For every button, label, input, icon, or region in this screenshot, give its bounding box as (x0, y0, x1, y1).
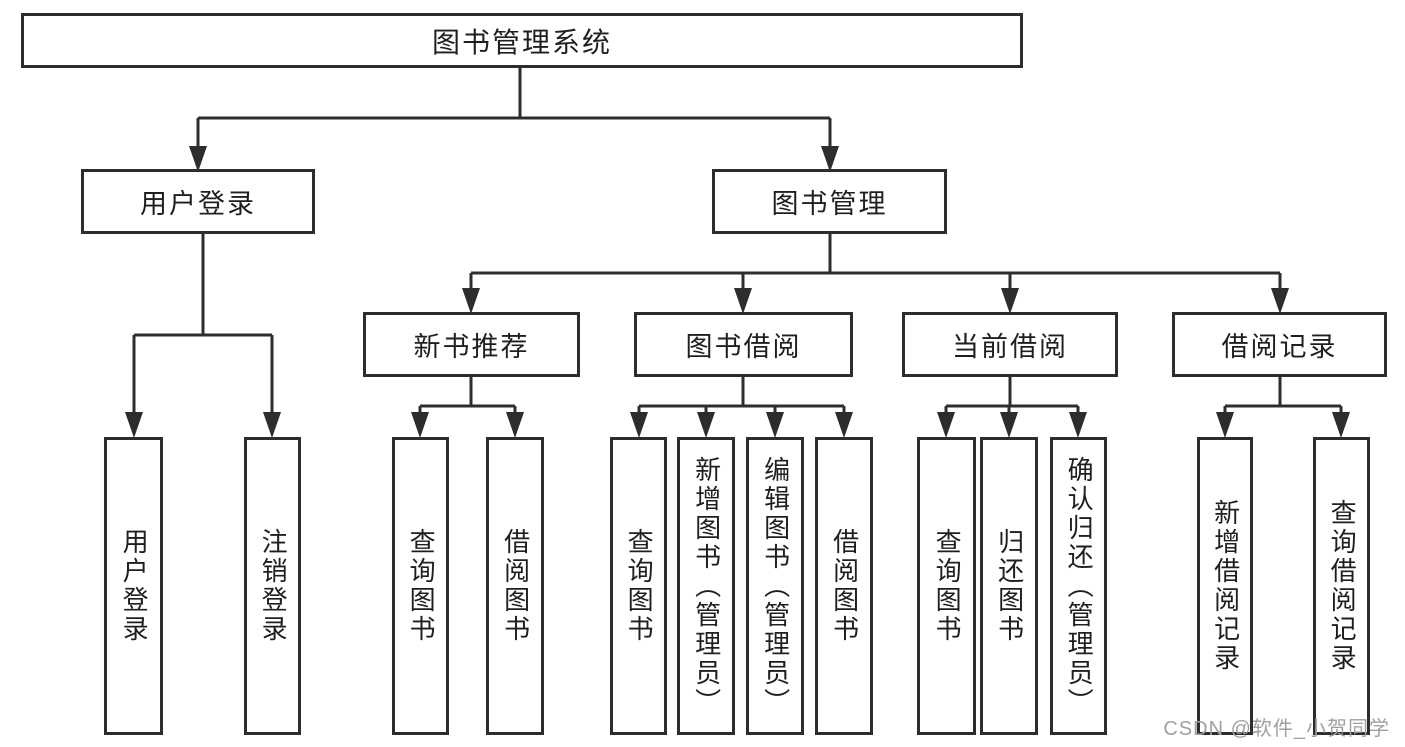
node-new-book-recommend: 新书推荐 (363, 312, 580, 377)
node-label: 查询图书 (624, 528, 655, 644)
leaf-query-books-current: 查询图书 (917, 437, 976, 735)
node-label: 用户登录 (140, 189, 256, 219)
connector-book-borrow-branch (637, 377, 846, 418)
csdn-watermark: CSDN @软件_小贺同学 (1163, 718, 1390, 740)
node-label: 新增图书（管理员） (691, 455, 722, 717)
connector-user-login-branch (132, 234, 274, 418)
node-book-management: 图书管理 (712, 169, 947, 234)
node-label: 用户登录 (119, 528, 150, 644)
node-label: 注销登录 (258, 528, 289, 644)
node-current-borrow: 当前借阅 (902, 312, 1118, 377)
leaf-borrow-books-recommend: 借阅图书 (486, 437, 544, 735)
node-label: 编辑图书（管理员） (760, 455, 791, 717)
leaf-add-book-admin: 新增图书（管理员） (677, 437, 735, 735)
connector-borrow-record-branch (1223, 377, 1343, 418)
leaf-query-books-recommend: 查询图书 (392, 437, 449, 735)
node-label: 确认归还（管理员） (1064, 455, 1095, 717)
node-label: 当前借阅 (952, 332, 1068, 362)
leaf-user-login: 用户登录 (104, 437, 163, 735)
connector-current-borrow-branch (944, 377, 1080, 418)
leaf-borrow-books: 借阅图书 (815, 437, 873, 735)
node-label: 新增借阅记录 (1210, 499, 1241, 673)
connector-book-management-branch (469, 234, 1282, 294)
node-book-borrow: 图书借阅 (634, 312, 853, 377)
node-label: 借阅图书 (500, 528, 531, 644)
connector-new-book-branch (418, 377, 517, 418)
leaf-query-borrow-record: 查询借阅记录 (1313, 437, 1370, 735)
leaf-logout: 注销登录 (244, 437, 301, 735)
node-borrow-records: 借阅记录 (1172, 312, 1387, 377)
node-label: 查询图书 (932, 528, 963, 644)
arrowheads (125, 146, 1350, 438)
leaf-return-book: 归还图书 (980, 437, 1038, 735)
node-label: 图书借阅 (685, 332, 802, 362)
leaf-confirm-return-admin: 确认归还（管理员） (1050, 437, 1107, 735)
leaf-query-books-borrow: 查询图书 (610, 437, 667, 735)
node-label: 借阅记录 (1221, 332, 1338, 362)
leaf-edit-book-admin: 编辑图书（管理员） (746, 437, 804, 735)
node-user-login: 用户登录 (81, 169, 315, 234)
node-library-management-system: 图书管理系统 (21, 13, 1023, 68)
node-label: 查询借阅记录 (1327, 499, 1358, 673)
node-label: 图书管理 (771, 189, 888, 219)
node-label: 借阅图书 (829, 528, 860, 644)
node-label: 图书管理系统 (431, 26, 612, 58)
leaf-add-borrow-record: 新增借阅记录 (1197, 437, 1253, 735)
node-label: 查询图书 (406, 528, 437, 644)
node-label: 归还图书 (994, 528, 1025, 644)
connector-root-to-level2 (196, 68, 832, 152)
node-label: 新书推荐 (413, 332, 530, 362)
